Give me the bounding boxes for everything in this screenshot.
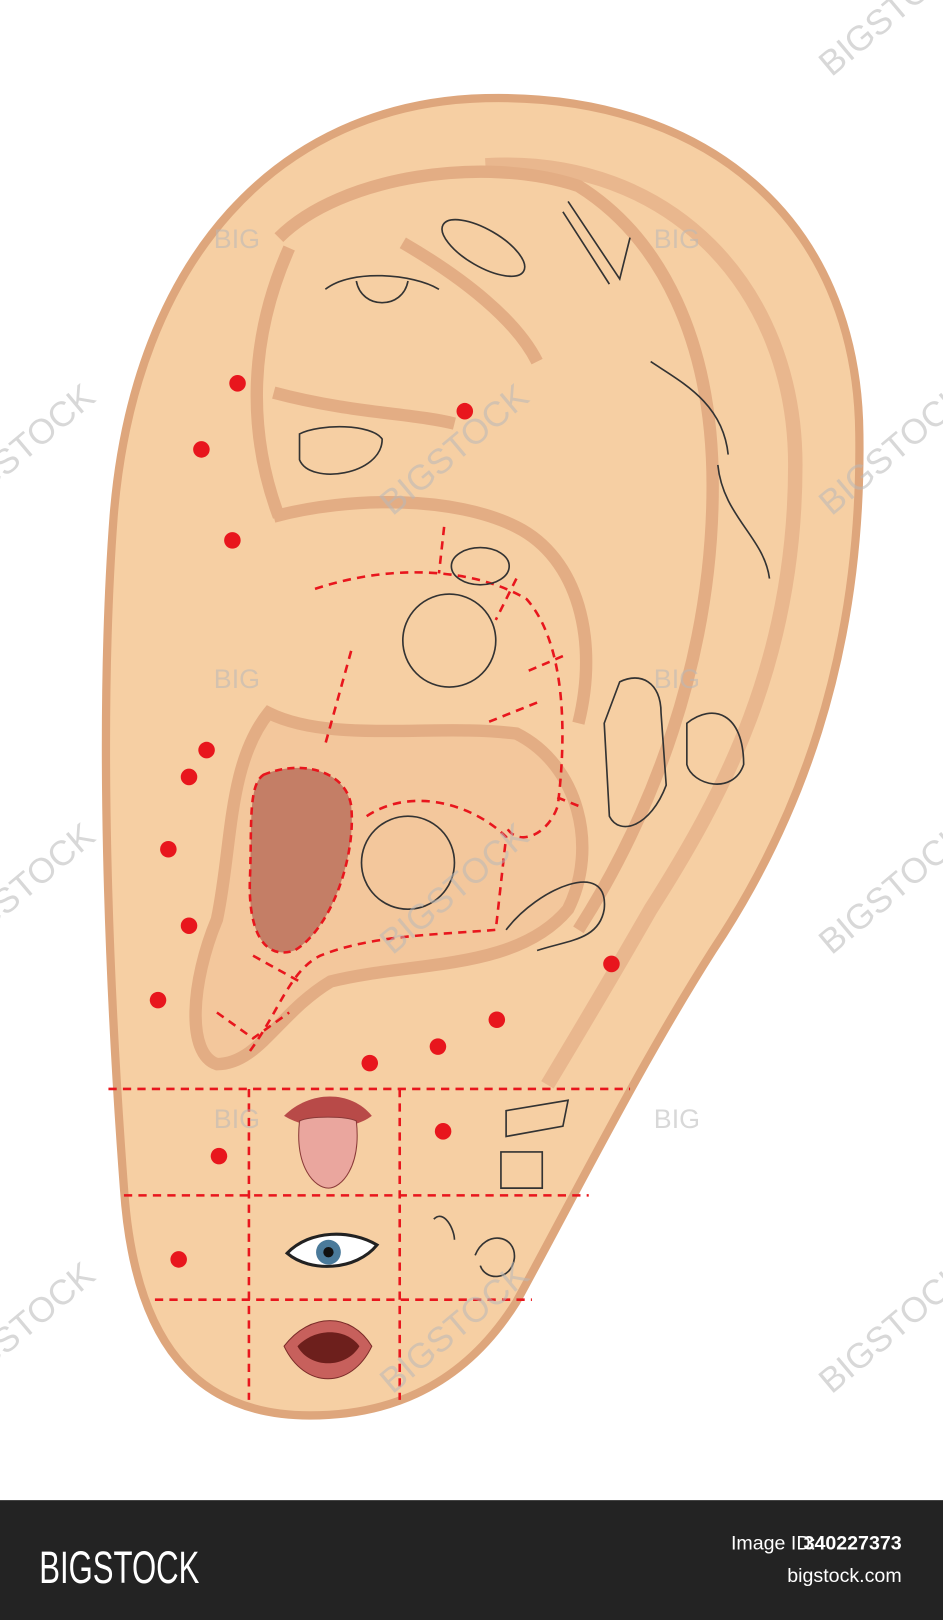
point — [229, 375, 246, 392]
torso-icon — [603, 677, 668, 828]
point — [603, 955, 620, 973]
tongue-icon — [284, 1096, 372, 1189]
point — [170, 1251, 187, 1268]
foot-icon — [441, 218, 526, 278]
svg-text:BIG: BIG — [654, 224, 700, 254]
inner-ear-icon — [433, 1215, 516, 1278]
point — [434, 1123, 452, 1140]
point — [193, 441, 210, 458]
point — [456, 402, 474, 420]
point — [488, 1011, 506, 1028]
mouth-icon — [283, 1320, 373, 1380]
arm-icon — [650, 360, 771, 579]
acupuncture-points — [149, 375, 620, 1268]
point — [198, 741, 215, 759]
lungs-icon — [360, 815, 456, 911]
svg-text:BIG: BIG — [654, 1104, 700, 1134]
svg-text:BIG: BIG — [214, 224, 260, 254]
footer-site[interactable]: bigstock.com — [787, 1565, 901, 1587]
image-id-value: 340227373 — [804, 1533, 902, 1555]
point — [149, 991, 167, 1009]
svg-text:BIG: BIG — [214, 1104, 260, 1134]
point — [180, 768, 198, 786]
eye-icon — [284, 1232, 380, 1268]
hand-icon — [562, 201, 631, 285]
helix-ridge — [485, 157, 803, 1089]
footer-logo: BIGSTOCK — [39, 1542, 199, 1593]
zone-boundaries — [108, 526, 631, 1400]
intestines-icon — [401, 593, 497, 688]
svg-text:BIG: BIG — [654, 664, 700, 694]
pelvis-icon — [298, 425, 383, 475]
antihelix — [274, 165, 719, 934]
point — [224, 532, 241, 549]
ear-canal — [248, 766, 354, 954]
triangular-fossa — [250, 237, 593, 725]
footer-bar: BIGSTOCK Image ID: 340227373 bigstock.co… — [0, 1500, 943, 1620]
point — [210, 1147, 228, 1165]
svg-text:BIG: BIG — [214, 664, 260, 694]
point — [361, 1054, 379, 1072]
teeth-icon — [500, 1151, 544, 1189]
point — [180, 917, 198, 934]
kidney-icon — [450, 546, 511, 586]
head-icon — [505, 881, 606, 952]
uterus-icon — [324, 274, 440, 304]
jaw-icon — [505, 1099, 570, 1138]
point — [429, 1038, 447, 1055]
image-id-label: Image ID: — [731, 1533, 816, 1555]
breast-icon — [686, 712, 745, 785]
point — [160, 840, 177, 858]
